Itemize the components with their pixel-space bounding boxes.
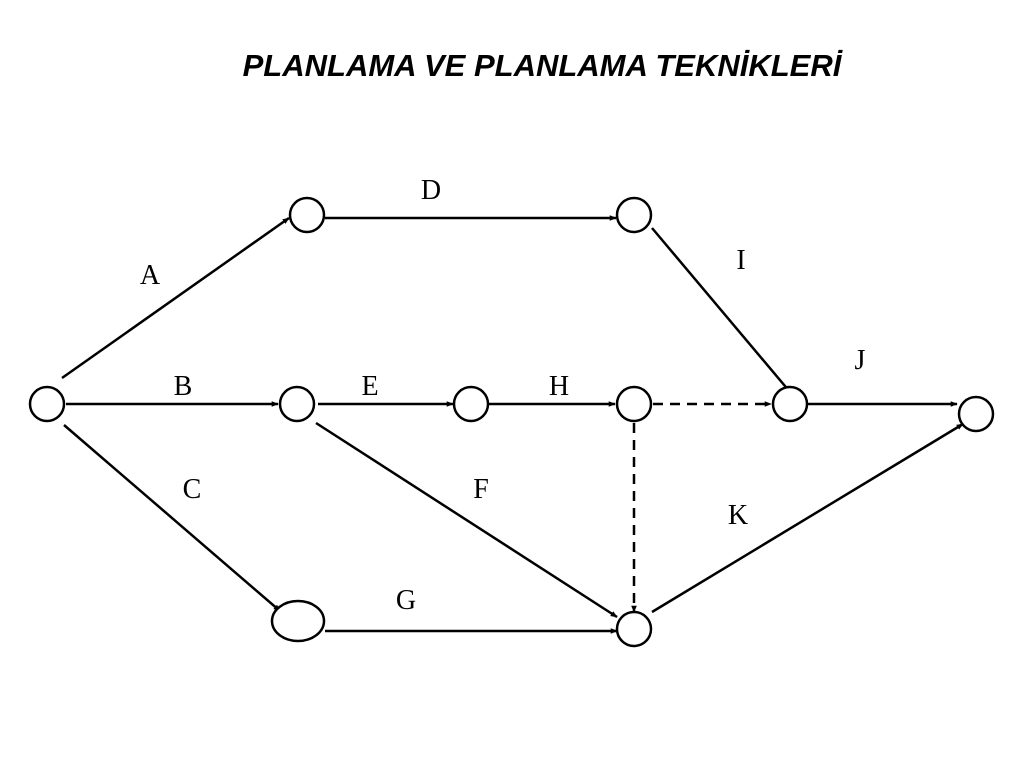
label-f: F [473, 474, 489, 505]
label-c: C [183, 474, 202, 505]
node-after-e [452, 385, 490, 423]
arrow-i [651, 227, 791, 393]
node-after-h [615, 385, 653, 423]
arrow-k [651, 422, 964, 614]
node-after-b [278, 385, 316, 423]
label-i: I [736, 245, 745, 276]
label-j: J [855, 345, 866, 376]
node-after-a [288, 196, 326, 234]
node-start [28, 385, 66, 423]
arrow-a [61, 216, 290, 380]
label-g: G [396, 585, 416, 616]
arrow-f [315, 421, 618, 619]
node-end [957, 395, 995, 433]
label-h: H [549, 371, 569, 402]
node-before-j [771, 385, 809, 423]
label-e: E [361, 371, 378, 402]
node-merge [615, 610, 653, 648]
page-title: PLANLAMA VE PLANLAMA TEKNİKLERİ [242, 48, 842, 83]
label-d: D [421, 175, 441, 206]
label-k: K [728, 500, 748, 531]
node-after-c [270, 599, 326, 643]
label-a: A [140, 260, 161, 291]
label-b: B [174, 371, 193, 402]
arrow-c [63, 424, 281, 612]
node-after-d [615, 196, 653, 234]
